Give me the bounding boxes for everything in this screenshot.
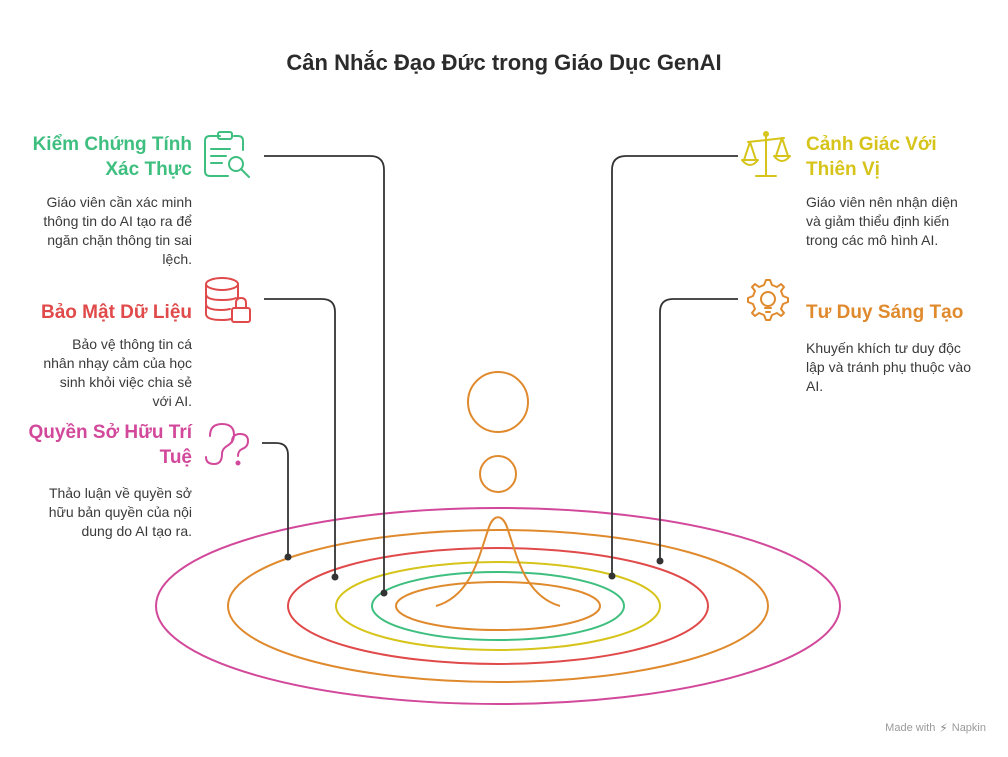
ring-authenticity [371,571,625,641]
connector-authenticity [264,155,385,592]
heading-creative-thinking: Tư Duy Sáng Tạo [806,302,964,323]
ring-bias-awareness [335,561,661,651]
heading-bias-awareness: Cảnh Giác Với Thiên Vị [806,134,937,180]
page-title: Cân Nhắc Đạo Đức trong Giáo Dục GenAI [286,50,722,75]
desc-intellectual-property: Thảo luận về quyền sở hữu bản quyền của … [48,485,192,539]
made-with-napkin: Made with ⚡ Napkin [885,721,986,735]
connector-data-security [264,298,336,577]
clipboard-search-icon [204,131,250,178]
heading-intellectual-property: Quyền Sở Hữu Trí Tuệ [28,422,192,468]
connectors [262,155,738,592]
desc-bias-awareness: Giáo viên nên nhận diện và giảm thiểu đị… [806,194,958,248]
water-drop [435,371,561,607]
desc-authenticity: Giáo viên cần xác minh thông tin do AI t… [43,194,192,267]
database-lock-icon [205,277,251,323]
desc-creative-thinking: Khuyến khích tư duy độc lập và tránh phụ… [806,340,972,394]
drop-large [467,371,529,433]
connector-creative-thinking [659,298,738,561]
ring-center [395,581,601,631]
connector-bias-awareness [611,155,738,576]
drop-small [479,455,517,493]
ripple-rings [155,507,841,705]
drop-splash [435,516,561,607]
connector-dots [284,553,664,597]
heading-data-security: Bảo Mật Dữ Liệu [41,302,192,323]
ring-intellectual-property [155,507,841,705]
ring-data-security [287,547,709,665]
watermark-text: Made with [885,722,936,734]
lightbulb-gear-icon [747,279,789,321]
balance-scale-icon [741,131,791,177]
connector-intellectual-property [262,442,289,557]
desc-data-security: Bảo vệ thông tin cá nhân nhạy cảm của họ… [43,336,192,409]
heading-authenticity: Kiểm Chứng Tính Xác Thực [32,134,192,180]
napkin-logo-icon: ⚡ [939,721,948,735]
question-hook-icon [205,423,249,466]
watermark-brand: Napkin [951,722,986,734]
ring-creative-thinking [227,529,769,683]
